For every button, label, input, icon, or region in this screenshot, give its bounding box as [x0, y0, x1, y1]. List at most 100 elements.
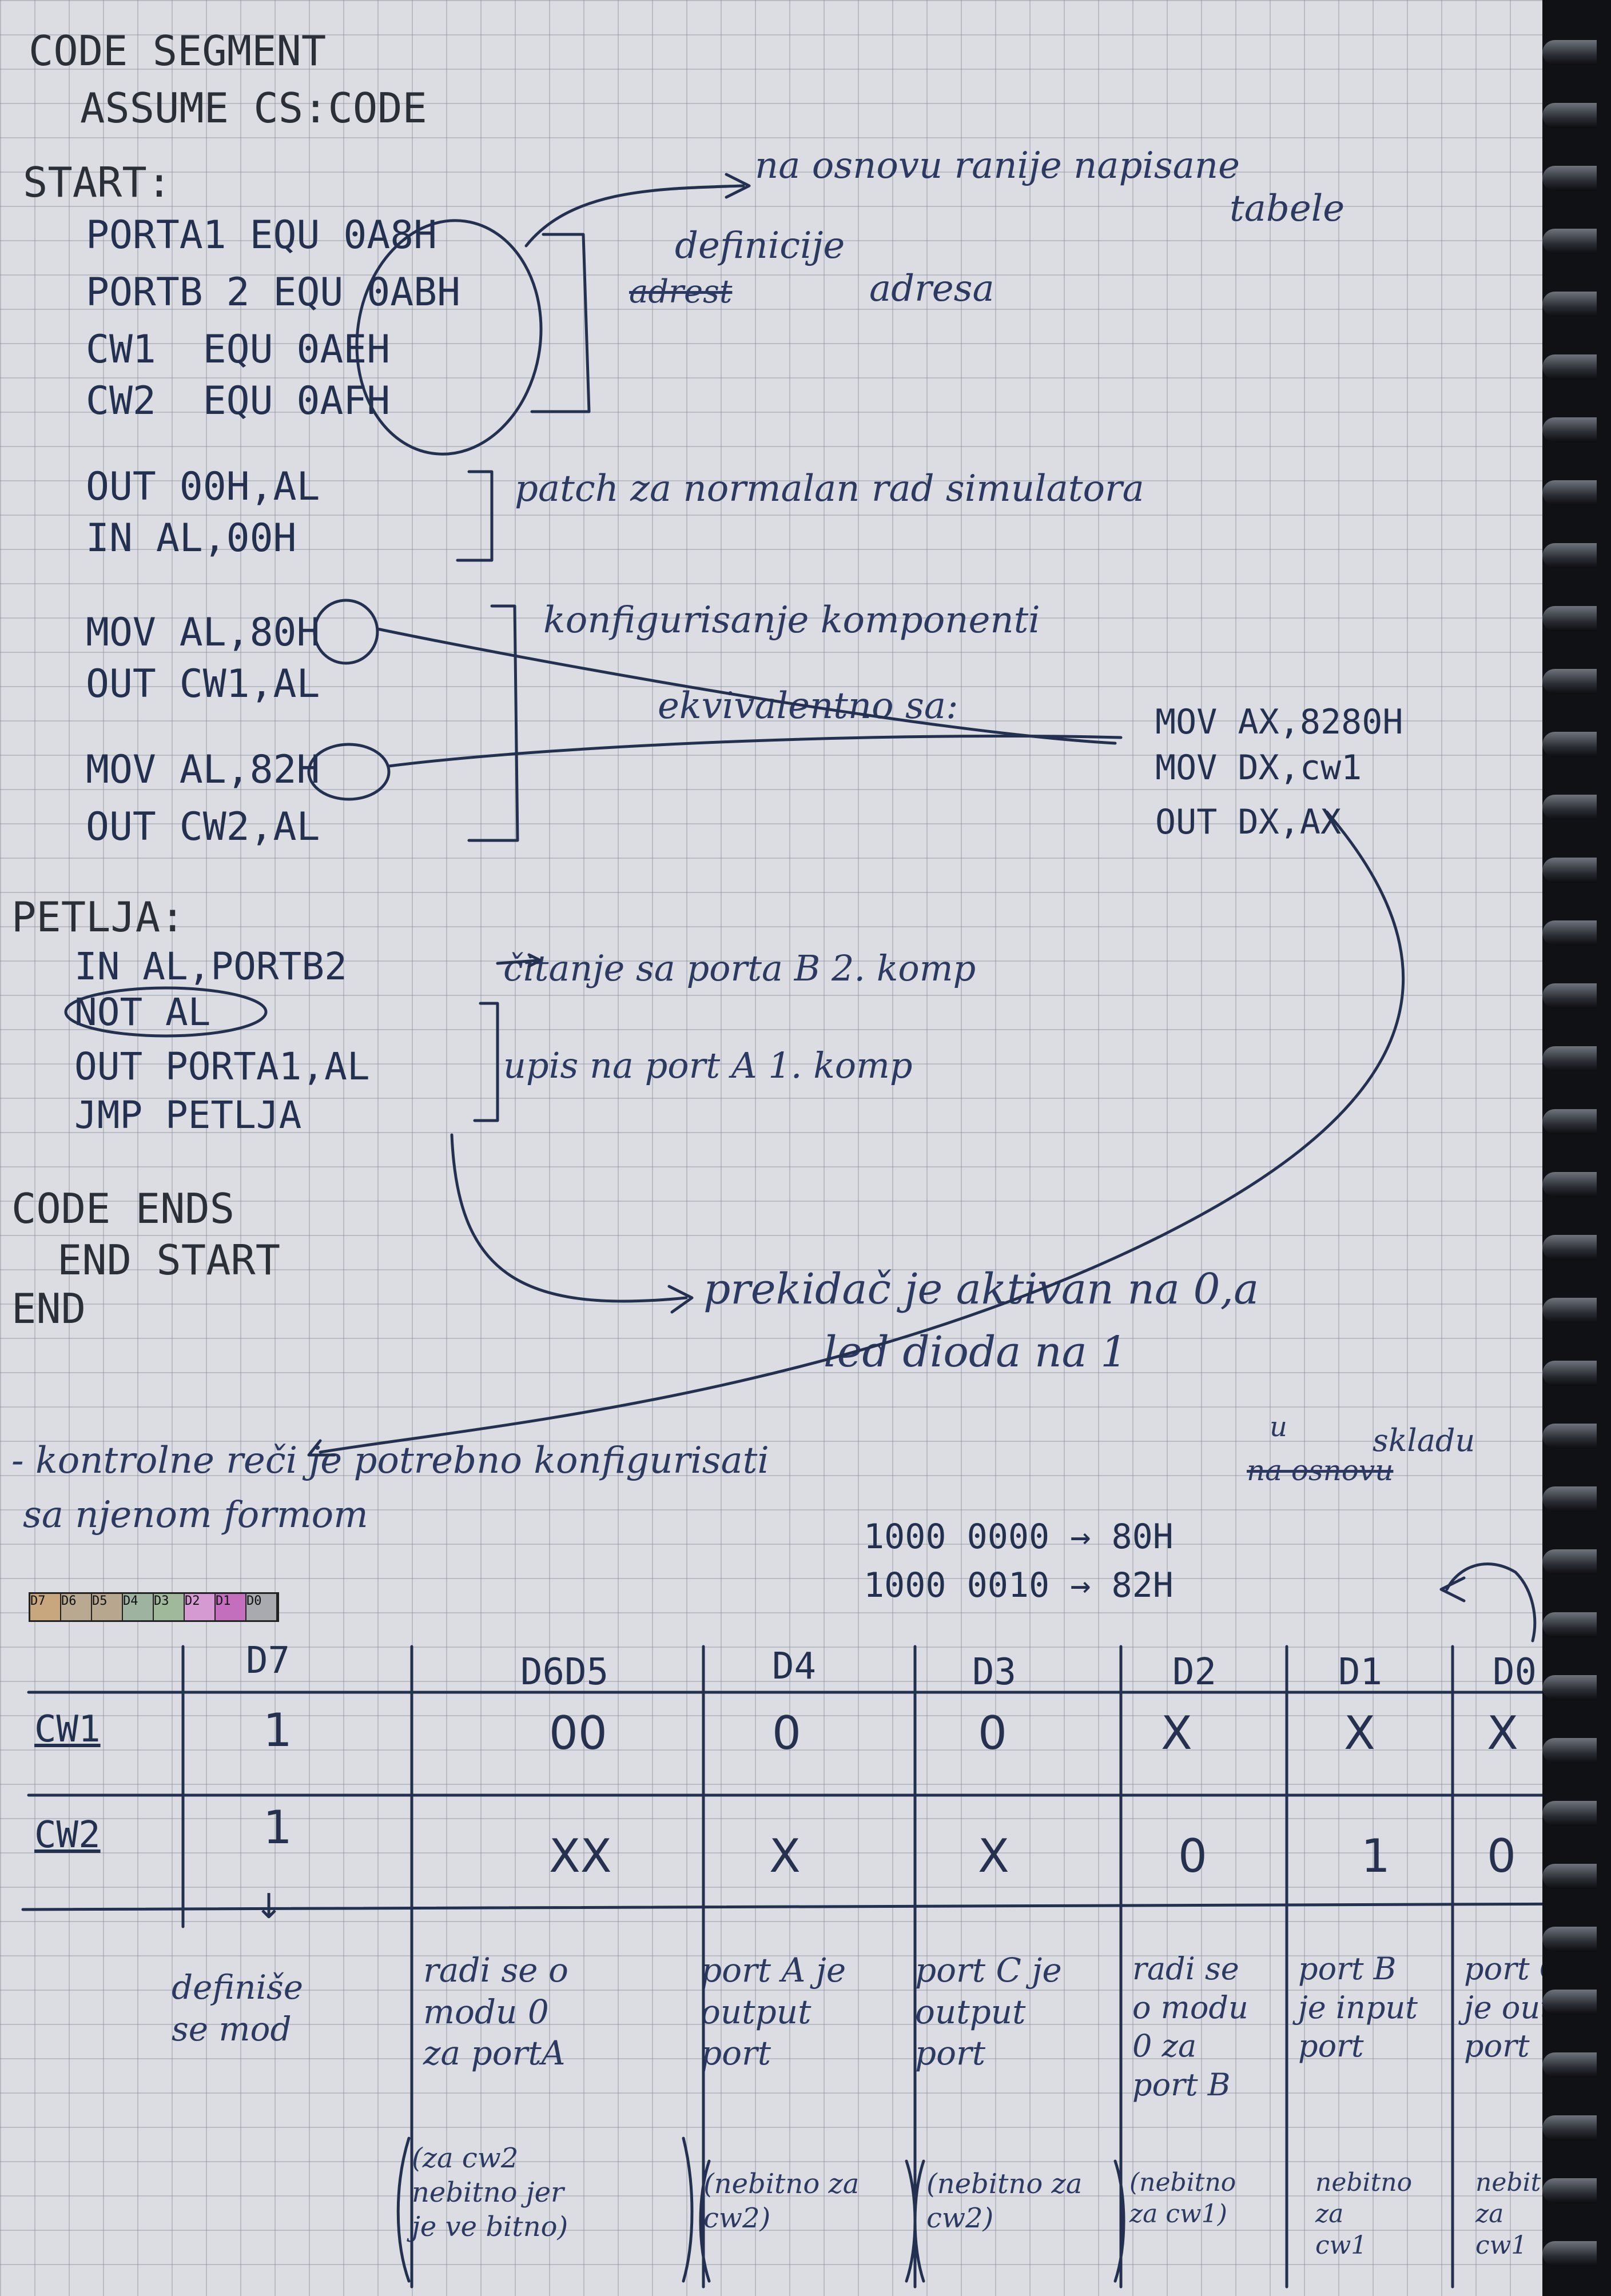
- cw2-d6d5: XX: [549, 1829, 612, 1883]
- swatch-d7: D7: [30, 1594, 61, 1620]
- cw1-d2: X: [1161, 1707, 1192, 1760]
- spiral-ring: [1542, 2052, 1597, 2078]
- cw2-d7: 1: [263, 1801, 292, 1854]
- spiral-ring: [1542, 858, 1597, 883]
- cw1-d1: X: [1344, 1707, 1375, 1760]
- paren-d6d5: (za cw2 nebitno jer je ve bitno): [412, 2142, 568, 2243]
- swatch-d3: D3: [154, 1594, 185, 1620]
- cw1-d0: X: [1487, 1707, 1518, 1760]
- note-switch-active: prekidač je aktivan na 0,a: [703, 1265, 1259, 1314]
- line-82h-to-equiv: [387, 734, 1123, 768]
- equ-line-porta1: PORTA1 EQU 0A8H: [86, 213, 437, 258]
- spiral-ring: [1542, 543, 1597, 568]
- note-control-struck: na osnovu: [1247, 1454, 1394, 1487]
- binary-82h: 1000 0010 → 82H: [864, 1565, 1174, 1605]
- spiral-ring: [1542, 292, 1597, 317]
- spiral-ring: [1542, 1738, 1597, 1763]
- spiral-ring: [1542, 1612, 1597, 1637]
- spiral-ring: [1542, 2241, 1597, 2266]
- spiral-ring: [1542, 732, 1597, 757]
- swatch-d1: D1: [216, 1594, 246, 1620]
- config-line-out-cw1: OUT CW1,AL: [86, 661, 320, 707]
- swatch-d0: D0: [246, 1594, 277, 1620]
- header-d7: D7: [246, 1640, 291, 1682]
- cw2-d3: X: [978, 1829, 1009, 1883]
- spiral-ring: [1542, 1172, 1597, 1197]
- cw2-d1: 1: [1361, 1829, 1390, 1883]
- spiral-ring: [1542, 606, 1597, 631]
- spiral-ring: [1542, 166, 1597, 191]
- mode-arrow: ↓: [254, 1887, 284, 1927]
- bit-color-strip: D7 D6 D5 D4 D3 D2 D1 D0: [29, 1592, 279, 1622]
- note-table-ref-1: na osnovu ranije napisane: [755, 145, 1240, 187]
- note-control-words: - kontrolne reči je potrebno konfigurisa…: [11, 1440, 769, 1482]
- config-bracket: [467, 604, 519, 842]
- note-write-port-a: upis na port A 1. komp: [503, 1045, 913, 1086]
- spiral-ring: [1542, 795, 1597, 820]
- desc-d2: radi se o modu 0 za port B: [1132, 1951, 1248, 2103]
- spiral-binding: [1542, 0, 1611, 2296]
- spiral-ring: [1542, 1109, 1597, 1134]
- spiral-ring: [1542, 1424, 1597, 1449]
- row-label-cw1: CW1: [34, 1708, 101, 1751]
- note-control-form: sa njenom formom: [23, 1494, 368, 1536]
- note-adresa: adresa: [869, 268, 995, 310]
- header-d3: D3: [972, 1651, 1017, 1693]
- spiral-ring: [1542, 1864, 1597, 1889]
- circle-80h: [313, 599, 379, 665]
- spiral-ring: [1542, 669, 1597, 694]
- code-segment-line: CODE SEGMENT: [29, 27, 327, 75]
- paren-d2: (nebitno za cw1): [1129, 2168, 1236, 2229]
- hook-arrow: [1445, 1562, 1537, 1643]
- equ-line-portb2: PORTB 2 EQU 0ABH: [86, 270, 461, 315]
- cw1-d6d5: 00: [549, 1707, 607, 1760]
- spiral-ring: [1542, 983, 1597, 1009]
- spiral-ring: [1542, 1990, 1597, 2015]
- binary-80h: 1000 0000 → 80H: [864, 1517, 1174, 1557]
- paren-d4: (nebitno za cw2): [703, 2168, 860, 2234]
- note-config: konfigurisanje komponenti: [543, 599, 1040, 641]
- note-struck-word: adrest: [629, 273, 733, 310]
- spiral-ring: [1542, 1361, 1597, 1386]
- spiral-ring: [1542, 1486, 1597, 1512]
- equ-line-cw2: CW2 EQU 0AFH: [86, 378, 391, 424]
- code-ends-line: CODE ENDS: [11, 1185, 235, 1233]
- desc-d7: definiše se mod: [172, 1968, 304, 2048]
- desc-d6d5: radi se o modu 0 za portA: [423, 1951, 568, 2072]
- spiral-ring: [1542, 1298, 1597, 1323]
- spiral-ring: [1542, 480, 1597, 505]
- note-control-skladu: skladu: [1373, 1422, 1475, 1458]
- desc-d4: port A je output port: [701, 1951, 846, 2072]
- spiral-ring: [1542, 103, 1597, 128]
- header-d1: D1: [1338, 1651, 1383, 1693]
- cw1-d7: 1: [263, 1704, 292, 1757]
- spiral-ring: [1542, 1549, 1597, 1574]
- swatch-d5: D5: [92, 1594, 123, 1620]
- paren-d1: nebitno za cw1: [1315, 2168, 1413, 2260]
- spiral-ring: [1542, 1927, 1597, 1952]
- swatch-d4: D4: [123, 1594, 154, 1620]
- spiral-ring: [1542, 229, 1597, 254]
- spiral-ring: [1542, 40, 1597, 65]
- cw2-d2: 0: [1178, 1829, 1207, 1883]
- spiral-ring: [1542, 1801, 1597, 1826]
- assume-line: ASSUME CS:CODE: [80, 84, 427, 132]
- spiral-ring: [1542, 1675, 1597, 1700]
- desc-d3: port C je output port: [915, 1951, 1062, 2072]
- loop-line-in: IN AL,PORTB2: [74, 944, 347, 988]
- note-control-u: u: [1270, 1411, 1287, 1443]
- cw1-d4: 0: [772, 1707, 801, 1760]
- desc-d1: port B je input port: [1298, 1951, 1418, 2064]
- patch-line-out: OUT 00H,AL: [86, 464, 320, 509]
- header-d6d5: D6D5: [520, 1651, 609, 1693]
- spiral-ring: [1542, 417, 1597, 443]
- paren-d3: (nebitno za cw2): [926, 2168, 1083, 2234]
- note-table-ref-2: tabele: [1230, 188, 1345, 230]
- loop-bracket: [473, 1002, 499, 1122]
- header-d4: D4: [772, 1645, 817, 1688]
- config-line-mov-82: MOV AL,82H: [86, 747, 320, 792]
- spiral-ring: [1542, 1046, 1597, 1071]
- spiral-ring: [1542, 2178, 1597, 2203]
- config-line-mov-80: MOV AL,80H: [86, 610, 320, 655]
- note-read-port-b: čitanje sa porta B 2. komp: [503, 947, 976, 989]
